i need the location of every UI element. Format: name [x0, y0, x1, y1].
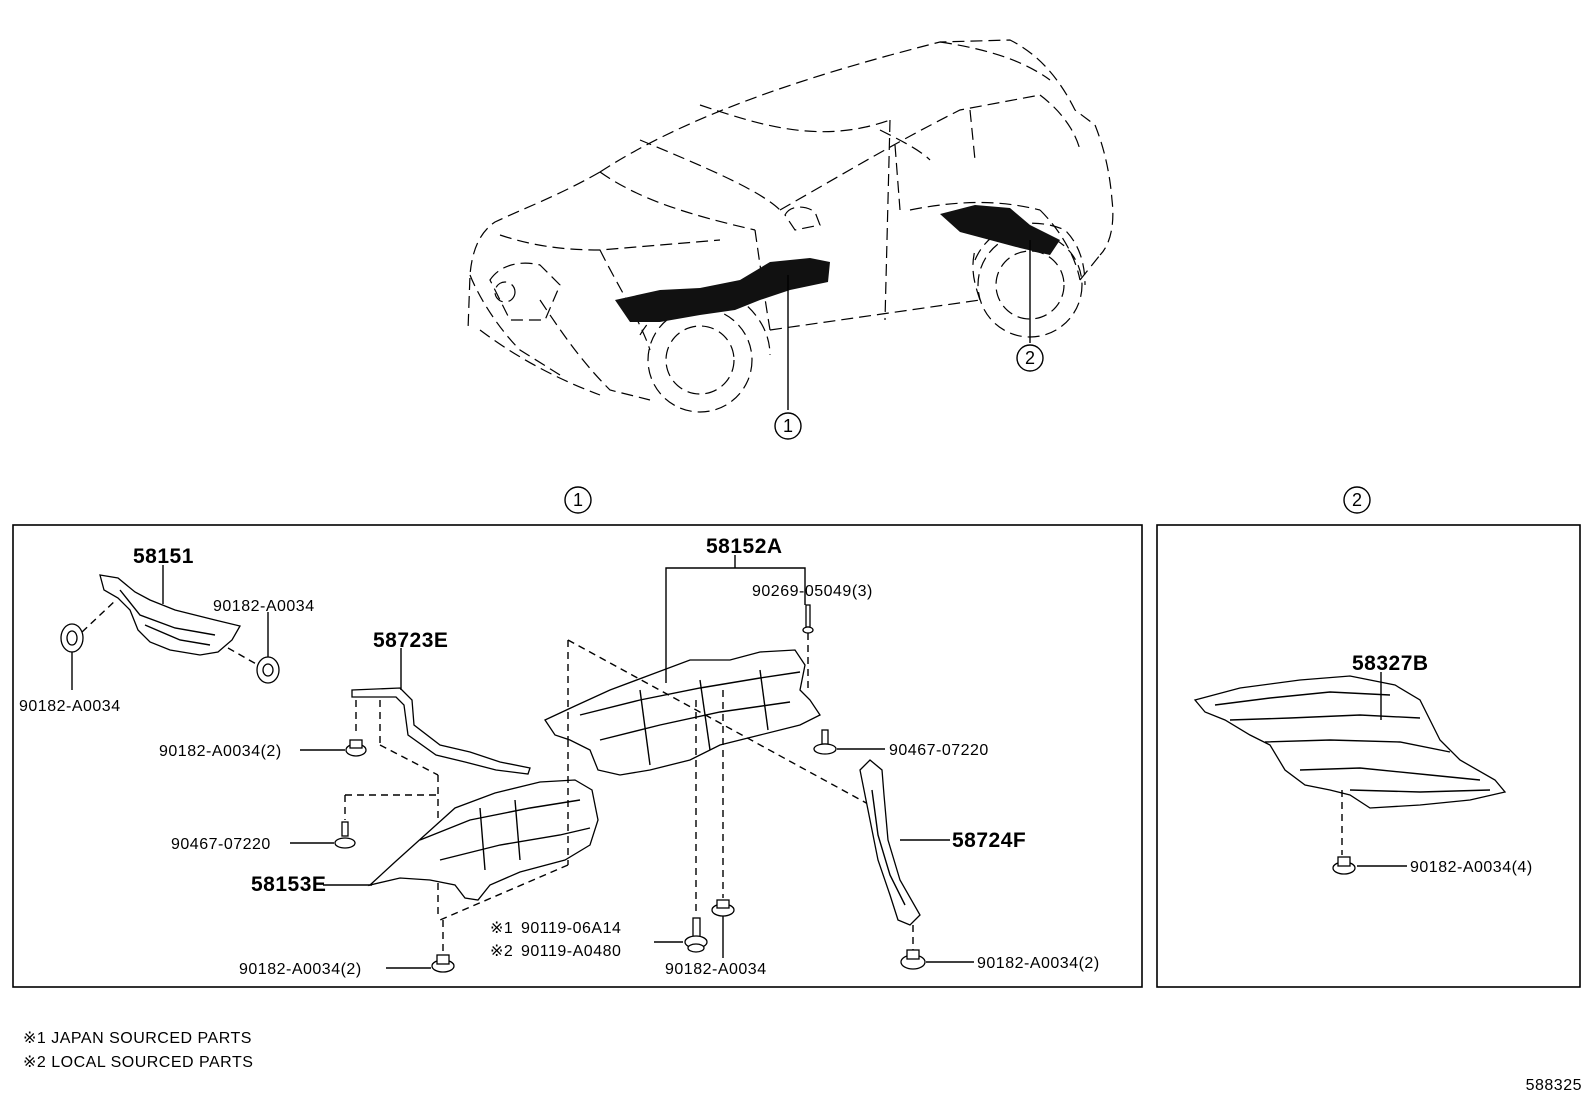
mark-2: ※2: [490, 943, 513, 960]
mark-1: ※1: [490, 920, 513, 937]
svg-text:1: 1: [573, 490, 583, 510]
clip-left: [60, 623, 84, 653]
part-58151-shield: [99, 574, 241, 656]
note-japan-sourced: ※1 JAPAN SOURCED PARTS: [23, 1030, 252, 1047]
label-90182-2c: 90182-A0034(2): [977, 955, 1100, 972]
diagram-id: 588325: [1526, 1077, 1582, 1094]
part-58723E-bracket: [351, 687, 531, 775]
part-58152A-cover: [544, 649, 821, 776]
clip-90182-2b: [431, 954, 455, 973]
label-90467-a: 90467-07220: [171, 836, 271, 853]
front-cover-shaded-area: [615, 258, 830, 322]
clip-90182-4: [1332, 856, 1356, 875]
label-90182-top: 90182-A0034: [213, 598, 315, 615]
label-90182-2a: 90182-A0034(2): [159, 743, 282, 760]
label-58723E: 58723E: [373, 629, 448, 652]
label-90119-2: 90119-A0480: [521, 943, 621, 960]
screw-90269: [802, 604, 814, 634]
label-90269: 90269-05049(3): [752, 583, 873, 600]
note-local-sourced: ※2 LOCAL SOURCED PARTS: [23, 1054, 253, 1071]
section-2-callout: 2: [1343, 486, 1371, 514]
svg-text:1: 1: [783, 416, 793, 436]
clip-90182-2c: [900, 949, 926, 970]
label-90182-2b: 90182-A0034(2): [239, 961, 362, 978]
label-90467-b: 90467-07220: [889, 742, 989, 759]
bolt-90467-b: [813, 729, 837, 755]
label-58327B: 58327B: [1352, 652, 1429, 675]
label-58724F: 58724F: [952, 829, 1026, 852]
clip-90182-2a: [345, 739, 367, 757]
label-58152A: 58152A: [706, 535, 783, 558]
vehicle-illustration: [467, 39, 1114, 413]
label-58151: 58151: [133, 545, 194, 568]
label-90182-left: 90182-A0034: [19, 698, 121, 715]
callout-1-car: 1: [774, 412, 802, 440]
callout-2-car: 2: [1016, 344, 1044, 372]
svg-text:2: 2: [1025, 348, 1035, 368]
label-58153E: 58153E: [251, 873, 326, 896]
part-58153E-cover: [367, 779, 599, 901]
label-90119-1: 90119-06A14: [521, 920, 621, 937]
bolt-90119: [684, 917, 708, 953]
clip-90182-c: [711, 899, 735, 917]
part-58327B-cover: [1193, 675, 1507, 809]
bolt-90467-a: [334, 821, 356, 849]
label-90182-c: 90182-A0034: [665, 961, 767, 978]
section-2-frame: [1156, 524, 1581, 988]
section-1-frame: [12, 524, 1143, 988]
clip-right: [256, 656, 280, 684]
part-58724F-bracket: [859, 759, 921, 926]
label-90182-4: 90182-A0034(4): [1410, 859, 1533, 876]
svg-text:2: 2: [1352, 490, 1362, 510]
section-1-callout: 1: [564, 486, 592, 514]
